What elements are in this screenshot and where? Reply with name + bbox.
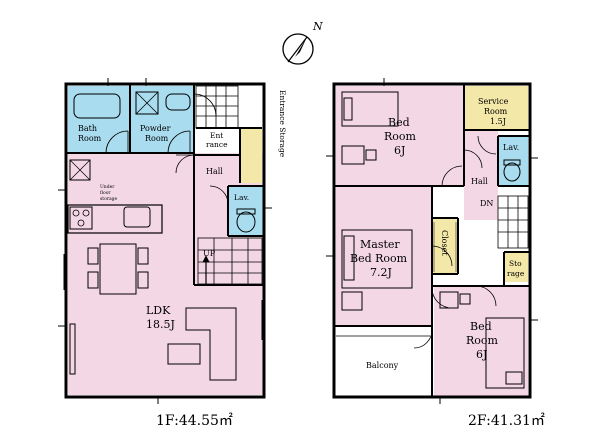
dining-table-icon xyxy=(87,243,149,295)
powder-room-label-line1: Powder xyxy=(140,124,171,133)
bed-2-icon xyxy=(485,317,525,389)
balcony-label: Balcony xyxy=(366,361,399,370)
closet-label: Closet xyxy=(440,230,449,256)
bathtub-icon xyxy=(73,93,121,119)
stairs-1f-bottom xyxy=(197,237,263,285)
hall-2f-label: Hall xyxy=(471,177,488,186)
powder-room-label-line2: Room xyxy=(145,134,169,143)
bed-room-1-fill xyxy=(336,86,464,186)
washing-machine-icon xyxy=(135,91,159,115)
underfloor-storage-label-2: floor xyxy=(100,190,111,196)
refrigerator-icon xyxy=(69,159,91,181)
bath-room-label-line2: Room xyxy=(78,134,102,143)
master-bed-icon xyxy=(341,229,413,289)
kitchen-counter xyxy=(67,204,163,234)
lav-2f-label: Lav. xyxy=(503,143,519,152)
entrance-label-line1: Ent xyxy=(210,131,223,140)
bed-room-2-label-line1: Bed xyxy=(470,320,492,333)
master-bed-size: 7.2J xyxy=(370,266,392,279)
compass-north-label: N xyxy=(312,20,323,33)
bed-room-1-size: 6J xyxy=(394,144,405,157)
entrance-storage-label: Entrance Storage xyxy=(278,90,287,158)
underfloor-storage-label-1: Under xyxy=(100,184,115,190)
service-room-fill xyxy=(464,86,528,130)
stairs-2f xyxy=(497,195,529,249)
desk-1-icon xyxy=(341,145,365,165)
bed-1-icon xyxy=(341,91,399,127)
storage-2f-label-line2: rage xyxy=(507,269,525,278)
toilet-2f-icon xyxy=(503,162,521,182)
floor-2-outer-wall xyxy=(332,82,532,399)
floor-2-plan xyxy=(326,78,538,404)
bed-room-2-fill xyxy=(434,286,528,396)
hall-2f-fill xyxy=(464,130,498,220)
dn-label: DN xyxy=(480,199,493,208)
entrance-storage-fill xyxy=(240,128,262,183)
closet-fill xyxy=(432,218,458,274)
balcony-fill xyxy=(336,326,432,396)
entrance-label-line2: rance xyxy=(206,140,228,149)
floor-1-area-label: 1F:44.55㎡ xyxy=(156,413,233,429)
bath-room-label-line1: Bath xyxy=(78,124,97,133)
stairs-1f-top xyxy=(195,85,239,129)
sofa-icon xyxy=(167,307,237,381)
master-bed-label-line1: Master xyxy=(360,238,400,251)
bed-room-2-label-line2: Room xyxy=(466,334,499,347)
storage-2f-fill xyxy=(504,252,528,282)
desk-master-icon xyxy=(341,291,363,311)
floor-2-area-label: 2F:41.31㎡ xyxy=(468,413,545,429)
bed-room-1-label-line1: Bed xyxy=(388,116,410,129)
compass-circle xyxy=(282,33,314,65)
service-room-size: 1.5J xyxy=(490,117,506,126)
service-room-label-line2: Room xyxy=(484,107,508,116)
master-bed-room-fill xyxy=(336,186,432,326)
lav-1f-fill xyxy=(228,186,264,236)
up-label: UP xyxy=(203,249,216,258)
ldk-size-label: 18.5J xyxy=(146,318,175,331)
cooktop-icon xyxy=(69,206,93,230)
ldk-label: LDK xyxy=(146,304,171,317)
compass: N xyxy=(282,20,323,65)
floor-1-outer-wall xyxy=(64,82,266,399)
washbasin-icon xyxy=(165,93,191,111)
door-swings-2f xyxy=(413,135,497,349)
bed-room-2-size: 6J xyxy=(476,348,487,361)
door-swings-1f xyxy=(105,93,229,205)
storage-2f-label-line1: Sto xyxy=(509,259,522,268)
compass-needle-icon xyxy=(295,37,307,57)
toilet-icon xyxy=(236,211,256,233)
service-room-label-line1: Service xyxy=(478,97,509,106)
windows-1f xyxy=(63,254,263,340)
master-bed-label-line2: Bed Room xyxy=(350,252,408,265)
lav-2f-fill xyxy=(498,136,528,186)
underfloor-storage-label-3: storage xyxy=(100,196,118,202)
tv-cabinet-icon xyxy=(69,323,76,375)
lav-1f-label: Lav. xyxy=(234,193,249,202)
hall-1f-label: Hall xyxy=(206,167,223,176)
bed-room-1-label-line2: Room xyxy=(384,130,417,143)
floor-1-plan xyxy=(58,78,272,404)
